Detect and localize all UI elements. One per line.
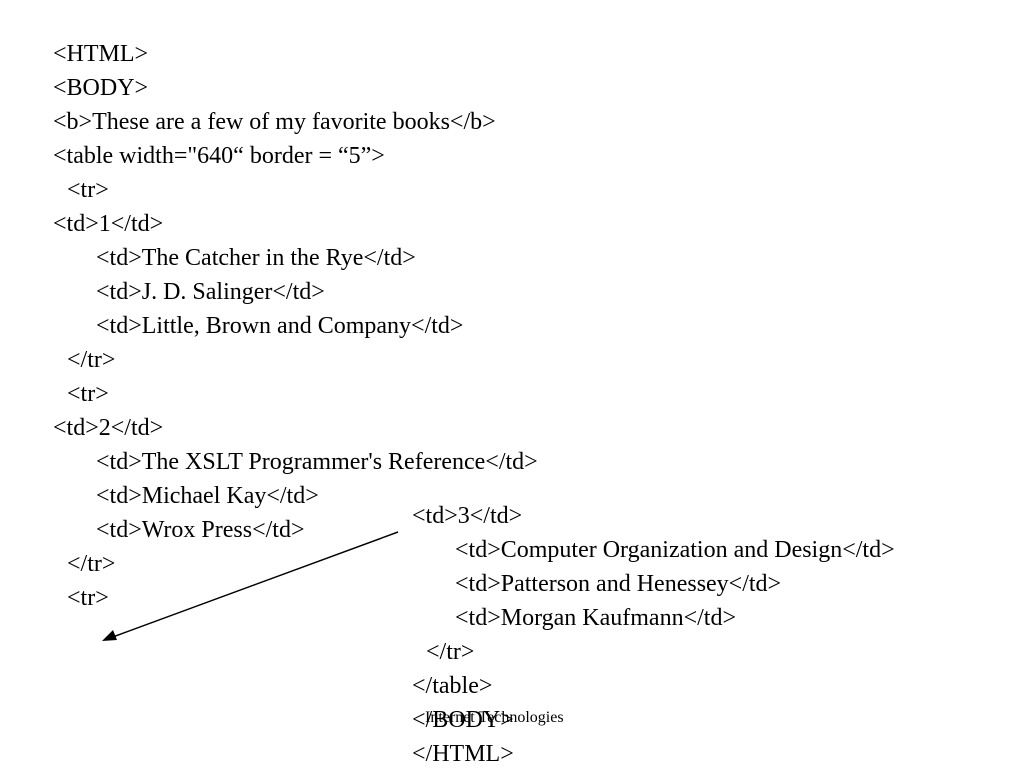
- code-line-td: <td>J. D. Salinger</td>: [96, 279, 325, 305]
- code-line-td: <td>1</td>: [53, 211, 164, 237]
- code-line-body-open: <BODY>: [53, 75, 149, 101]
- code-line-td: <td>The XSLT Programmer's Reference</td>: [96, 449, 538, 475]
- code-line-tr-close: </tr>: [67, 347, 116, 373]
- code-line-td: <td>Computer Organization and Design</td…: [455, 537, 895, 563]
- code-line-td: <td>3</td>: [412, 503, 523, 529]
- code-line-td: <td>Michael Kay</td>: [96, 483, 319, 509]
- code-line-table-open: <table width="640“ border = “5”>: [53, 143, 385, 169]
- code-line-bold-title: <b>These are a few of my favorite books<…: [53, 109, 496, 135]
- code-line-tr-open: <tr>: [67, 585, 109, 611]
- code-line-tr-close: </tr>: [426, 639, 475, 665]
- code-line-tr-open: <tr>: [67, 177, 109, 203]
- slide-footer: Internet Technologies: [425, 709, 564, 726]
- code-line-td: <td>Patterson and Henessey</td>: [455, 571, 782, 597]
- code-line-table-close: </table>: [412, 673, 493, 699]
- code-line-html-open: <HTML>: [53, 41, 149, 67]
- code-line-td: <td>Wrox Press</td>: [96, 517, 305, 543]
- code-line-td: <td>Little, Brown and Company</td>: [96, 313, 464, 339]
- code-line-td: <td>Morgan Kaufmann</td>: [455, 605, 736, 631]
- code-line-html-close: </HTML>: [412, 741, 514, 767]
- code-line-td: <td>2</td>: [53, 415, 164, 441]
- code-line-td: <td>The Catcher in the Rye</td>: [96, 245, 416, 271]
- code-line-tr-open: <tr>: [67, 381, 109, 407]
- code-line-tr-close: </tr>: [67, 551, 116, 577]
- code-line-body-close: </BODY>: [412, 707, 514, 733]
